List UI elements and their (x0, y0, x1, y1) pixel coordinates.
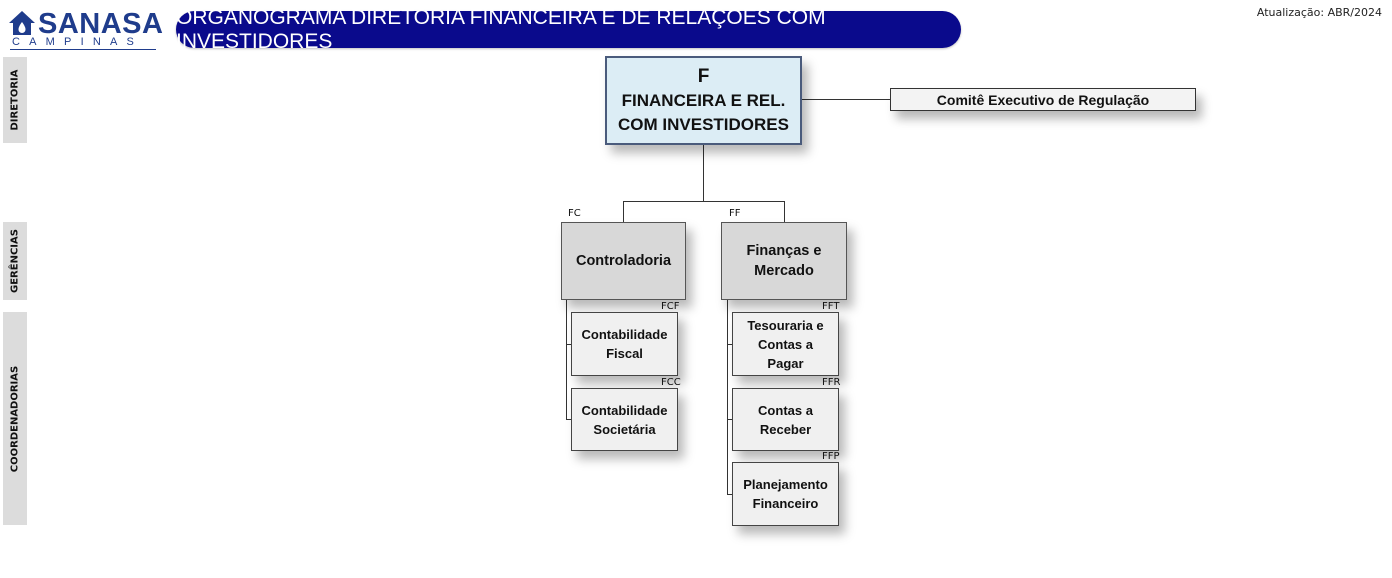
level-label-text: GERÊNCIAS (9, 229, 21, 293)
logo-brand: SANASA (38, 8, 164, 40)
connector-ff-ffp (727, 494, 732, 495)
coordenadoria-box-contas-receber[interactable]: Contas a Receber (732, 388, 839, 451)
diretoria-name-line2: COM INVESTIDORES (618, 114, 789, 134)
coordenadoria-box-contabilidade-societaria[interactable]: Contabilidade Societária (571, 388, 678, 451)
connector-dir-committee (802, 99, 890, 100)
connector-to-fc (623, 201, 624, 222)
committee-name: Comitê Executivo de Regulação (936, 91, 1150, 108)
gerencia-code-ff: FF (729, 208, 741, 219)
coord-code-fcf: FCF (661, 301, 680, 312)
coordenadoria-box-contabilidade-fiscal[interactable]: Contabilidade Fiscal (571, 312, 678, 376)
coord-code-fcc: FCC (661, 377, 681, 388)
coordenadoria-box-tesouraria[interactable]: Tesouraria e Contas a Pagar (732, 312, 839, 376)
connector-dir-down (703, 145, 704, 202)
logo-subtitle: CAMPINAS (12, 36, 144, 48)
diretoria-name-line1: FINANCEIRA E REL. (621, 90, 786, 110)
connector-ff-vertical (727, 300, 728, 495)
level-label-coordenadorias: COORDENADORIAS (3, 312, 27, 525)
gerencia-name: Controladoria (575, 253, 672, 269)
connector-fc-vertical (566, 300, 567, 420)
diretoria-code: F (697, 65, 710, 87)
connector-to-ff (784, 201, 785, 222)
gerencia-box-controladoria[interactable]: Controladoria (561, 222, 686, 300)
coordenadoria-name: Contabilidade Fiscal (581, 327, 668, 361)
coord-code-ffr: FFR (822, 377, 841, 388)
coord-code-ffp: FFP (822, 451, 840, 462)
gerencia-code-fc: FC (568, 208, 581, 219)
coord-code-fft: FFT (822, 301, 840, 312)
coordenadoria-name: Tesouraria e Contas a Pagar (747, 317, 824, 371)
gerencia-name: Finanças e Mercado (746, 243, 822, 279)
coordenadoria-name: Contas a Receber (758, 402, 813, 437)
connector-horizontal (623, 201, 785, 202)
coordenadoria-name: Contabilidade Societária (581, 402, 668, 437)
house-icon (9, 11, 35, 35)
gerencia-box-financas-mercado[interactable]: Finanças e Mercado (721, 222, 847, 300)
level-label-diretoria: DIRETORIA (3, 57, 27, 143)
connector-fc-fcc (566, 419, 571, 420)
coordenadoria-name: Planejamento Financeiro (743, 477, 828, 511)
connector-ff-ffr (727, 419, 732, 420)
update-date: Atualização: ABR/2024 (1256, 6, 1382, 19)
sanasa-logo: SANASA CAMPINAS (6, 8, 163, 50)
connector-fc-fcf (566, 344, 571, 345)
connector-ff-fft (727, 344, 732, 345)
committee-box[interactable]: Comitê Executivo de Regulação (890, 88, 1196, 111)
logo-underline (10, 49, 156, 50)
level-label-text: DIRETORIA (9, 69, 21, 131)
level-label-gerencias: GERÊNCIAS (3, 222, 27, 300)
coordenadoria-box-planejamento-financeiro[interactable]: Planejamento Financeiro (732, 462, 839, 526)
page-title: ORGANOGRAMA DIRETORIA FINANCEIRA E DE RE… (176, 6, 961, 53)
diretoria-box[interactable]: F FINANCEIRA E REL. COM INVESTIDORES (605, 56, 802, 145)
level-label-text: COORDENADORIAS (9, 365, 21, 472)
